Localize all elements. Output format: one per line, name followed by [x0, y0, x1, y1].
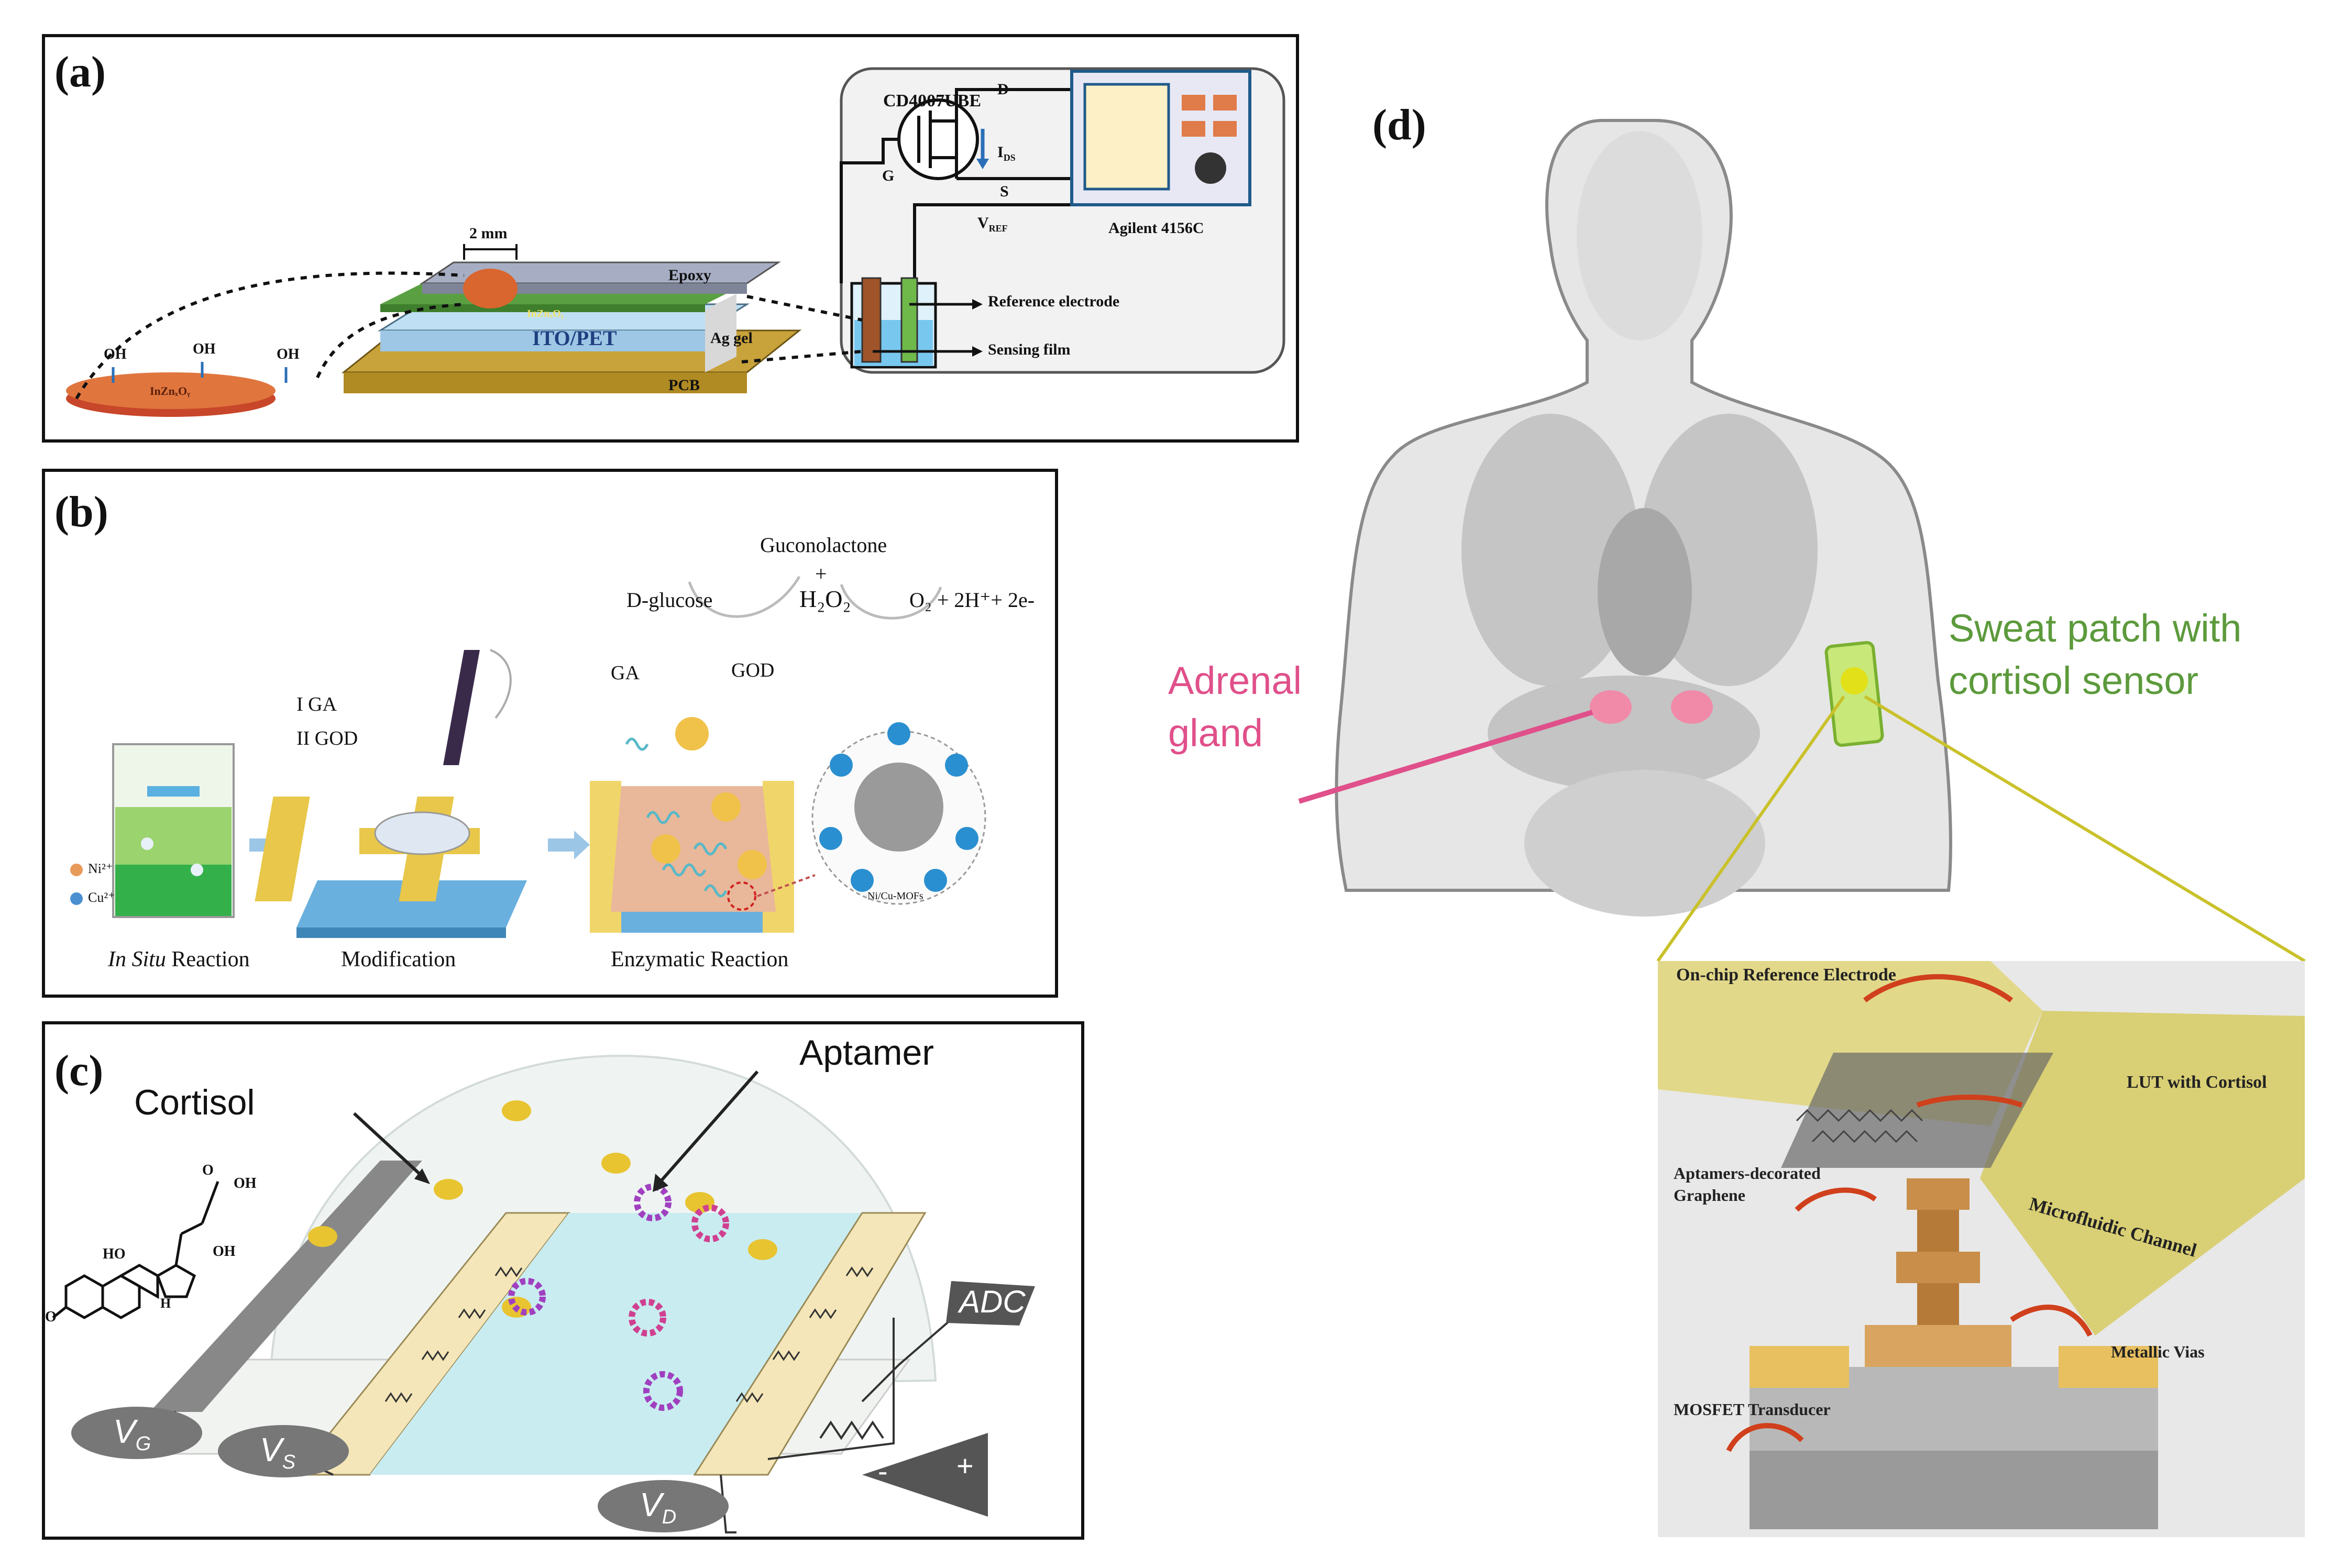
size-label: 2 mm [469, 225, 508, 242]
instrument-label: Agilent 4156C [1108, 219, 1204, 237]
panel-c: (c) Cortisol Aptamer ADC - + VG VS VD OH… [42, 1021, 1084, 1540]
lut-label: LUT with Cortisol [2127, 1073, 2267, 1092]
drain-label: D [997, 81, 1009, 98]
panel-c-diagram [52, 1054, 1035, 1533]
gate-label: G [882, 167, 895, 184]
products-label: O₂ + 2H⁺+ 2e- [909, 588, 1035, 612]
cortisol-oh-1: OH [234, 1175, 257, 1191]
amp-minus: - [878, 1454, 888, 1487]
panel-a: (a) CD4007UBE D G S IDS VREF Agilent 415… [42, 34, 1299, 443]
vs-label: VS [260, 1431, 296, 1473]
step-ga-label: I GA [296, 693, 337, 715]
h2o2-label: H₂O₂ [799, 586, 851, 612]
adc-label: ADC [959, 1284, 1026, 1319]
cu-ion-label: Cu²⁺ [88, 890, 115, 905]
mosfet-model: CD4007UBE [883, 91, 982, 111]
cortisol-o-2: O [45, 1309, 57, 1325]
gluconolactone-label: Guconolactone [760, 533, 887, 557]
vref-label: VREF [977, 214, 1008, 234]
vd-label: VD [640, 1486, 677, 1528]
stage-in-situ-label: In Situ Reaction [108, 947, 250, 971]
oh-label-3: OH [277, 346, 300, 362]
cortisol-o-1: O [202, 1162, 214, 1178]
step-god-label: II GOD [296, 727, 358, 749]
panel-d-label: (d) [1372, 101, 1426, 149]
ag-gel-label: Ag gel [710, 329, 753, 347]
source-label: S [1000, 183, 1009, 200]
epoxy-label: Epoxy [668, 267, 711, 284]
panel-a-diagram [66, 67, 1285, 417]
izo-disk-label: InZnₓOᵧ [150, 384, 191, 397]
mof-label: Ni/Cu-MOFs [867, 890, 923, 902]
reference-electrode-label: Reference electrode [988, 293, 1120, 310]
pcb-label: PCB [668, 377, 700, 394]
ni-ion-label: Ni²⁺ [88, 861, 113, 876]
ids-label: IDS [997, 143, 1016, 163]
ga-label: GA [611, 662, 640, 684]
stage-modification-label: Modification [341, 947, 456, 971]
cortisol-h: H [160, 1296, 171, 1311]
izo-layer-label: InZnₓOᵧ [527, 308, 564, 319]
stage-enzymatic-label: Enzymatic Reaction [611, 947, 789, 971]
oh-label-2: OH [193, 341, 216, 357]
cortisol-label: Cortisol [134, 1083, 255, 1122]
god-label: GOD [731, 659, 775, 681]
plus-sign: + [815, 562, 827, 586]
sensing-film-label: Sensing film [988, 341, 1071, 358]
panel-c-label: (c) [54, 1046, 104, 1095]
panel-d-diagram [1298, 119, 2306, 1537]
cortisol-oh-2: OH [213, 1243, 236, 1260]
amp-plus: + [956, 1449, 974, 1482]
onchip-reference-label: On-chip Reference Electrode [1676, 965, 1896, 985]
panel-b: (b) Guconolactone + H₂O₂ D-glucose O₂ + … [42, 469, 1058, 998]
metallic-vias-label: Metallic Vias [2111, 1342, 2205, 1361]
ito-pet-label: ITO/PET [532, 326, 617, 350]
d-glucose-label: D-glucose [626, 588, 713, 612]
oh-label-1: OH [104, 346, 127, 362]
panel-a-label: (a) [54, 48, 106, 96]
mosfet-transducer-label: MOSFET Transducer [1674, 1400, 1831, 1419]
aptamer-label: Aptamer [799, 1033, 934, 1073]
panel-b-diagram [70, 576, 986, 938]
panel-b-label: (b) [54, 488, 108, 536]
cortisol-ho: HO [103, 1246, 126, 1262]
vg-label: VG [113, 1412, 151, 1455]
